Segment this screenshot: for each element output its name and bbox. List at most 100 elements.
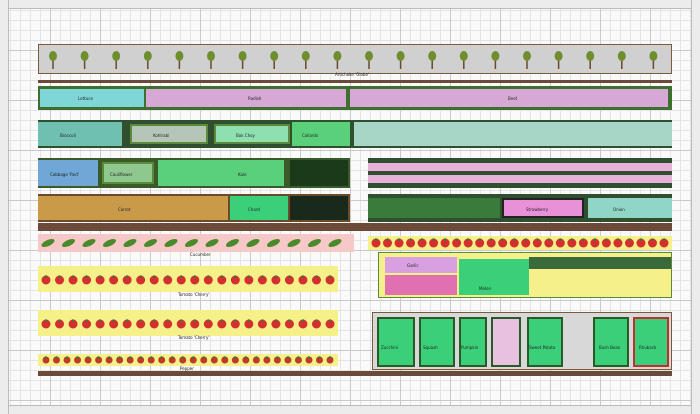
tomato-plant-stem [85,319,88,322]
tomato-plant [475,238,485,248]
pumpkin-plot[interactable] [459,317,487,367]
tomato-plant-stem [301,275,305,278]
tomato-plant [109,319,119,329]
bed-row-4-left[interactable]: Cabbage 'Red' Cauliflower Kale [38,158,350,188]
tomato-plant-stem [420,238,424,241]
tomato-plant [567,238,577,248]
ruler-left [0,0,9,414]
path-strip-1 [38,80,672,83]
tomato-plant [647,238,657,248]
tomato-row-1[interactable] [38,266,338,292]
pea-bed[interactable] [368,198,500,218]
pepper-plant-stem [86,356,90,359]
broccoli-bed[interactable] [38,122,122,146]
tomato-label-1: Tomato 'Cherry' [178,292,210,297]
pepper-plant [252,356,260,364]
tomato-plant [311,275,321,285]
sweetpotato-plot[interactable] [527,317,563,367]
right-mixed-bed[interactable]: Garlic Melon [378,252,672,298]
artichoke-plant [649,51,658,61]
cucumber-plant [41,238,55,248]
tomato-plant [624,238,634,248]
pepper-plant-stem [328,356,332,359]
tomato-plant [176,275,186,285]
tomato-plant-stem [328,319,332,322]
tomato-plant [544,238,554,248]
path-strip-3 [38,371,672,376]
cucumber-plant [246,238,260,248]
pea-green-bed[interactable] [459,259,529,295]
spinach-bed[interactable] [290,196,348,220]
tomato-plant [244,319,254,329]
tomato-plant [82,275,92,285]
herb-strip [529,257,671,269]
tomato-plant-stem [409,238,412,241]
right-tomato-row[interactable] [368,236,672,250]
cabbage-bed[interactable] [38,160,98,186]
pepper-row[interactable] [38,354,338,366]
tomato-plant [203,275,213,285]
melon-bed[interactable] [385,275,457,295]
pepper-plant-stem [318,356,321,359]
cucumber-plant [287,238,301,248]
strawberry-bed[interactable] [502,198,584,218]
spinach-bed-small[interactable] [290,160,348,186]
bed-row-2[interactable]: Lettuce Radish Beet [38,86,672,110]
chard-bed[interactable] [230,196,288,220]
tomato-plant [257,275,267,285]
beet-bed[interactable] [350,89,668,107]
tomato-plant-stem [328,275,332,278]
broccoli-label: Broccoli [60,133,76,138]
tomato-plant-stem [98,275,102,278]
pepper-plant-stem [213,356,216,359]
cucumber-row[interactable] [38,234,354,252]
cucumber-plant [328,238,342,248]
pepper-plant-stem [149,356,153,359]
lettuce-bed[interactable] [40,89,144,107]
cauliflower-bed[interactable] [102,162,154,184]
tomato-plant-stem [166,319,169,322]
tomato-plant-stem [536,238,539,241]
pepper-plant-stem [160,356,163,359]
artichoke-bed[interactable] [38,44,672,74]
pepper-plant-stem [128,356,132,359]
kale-long-bed[interactable] [354,122,672,146]
squash-plot[interactable] [419,317,455,367]
pepper-plant-stem [234,356,237,359]
kale-bed[interactable] [158,160,284,186]
bed-row-3[interactable]: Broccoli Kohlrabi Bok Choy Collards [38,120,672,148]
bokchoy-bed[interactable] [214,124,290,144]
onion-bed[interactable] [588,198,672,218]
tomato-plant [659,238,669,248]
pepper-plant [137,356,145,364]
bed-row-5-left[interactable]: Carrot Chard Spinach [38,194,350,222]
garlic-bed[interactable] [385,257,457,273]
cucumber-plant [164,238,178,248]
pepper-plants [42,356,334,364]
sweetpotato-label: Sweet Potato [529,345,556,350]
bushbean-plot[interactable] [593,317,629,367]
cabbage-label: Cabbage 'Red' [50,172,79,177]
pepper-plant-stem [297,356,300,359]
collards-bed[interactable] [292,122,350,146]
carrot-bed[interactable] [38,196,228,220]
artichoke-plant [80,51,89,61]
bed-row-5-right[interactable]: Strawberry Onion [368,194,672,222]
zucchini-plot[interactable] [377,317,415,367]
pepper-plant [305,356,313,364]
squash-bed[interactable]: Zucchini Squash Pumpkin Sweet Potato Bus… [372,312,672,370]
tomato-plant-stem [288,275,291,278]
tomato-plant [463,238,473,248]
radish-label: Radish [248,96,262,101]
potato-plot[interactable] [491,317,521,367]
tomato-plants-2 [41,319,335,329]
artichoke-plant [523,51,531,61]
bed-row-4-right[interactable] [368,158,672,188]
tomato-row-2[interactable] [38,310,338,336]
radish-bed[interactable] [146,89,346,107]
pepper-plant [179,356,187,364]
zucchini-label: Zucchini [381,345,398,350]
kohlrabi-bed[interactable] [130,124,208,144]
tomato-plant [298,275,308,285]
rhubarb-plot[interactable] [633,317,669,367]
